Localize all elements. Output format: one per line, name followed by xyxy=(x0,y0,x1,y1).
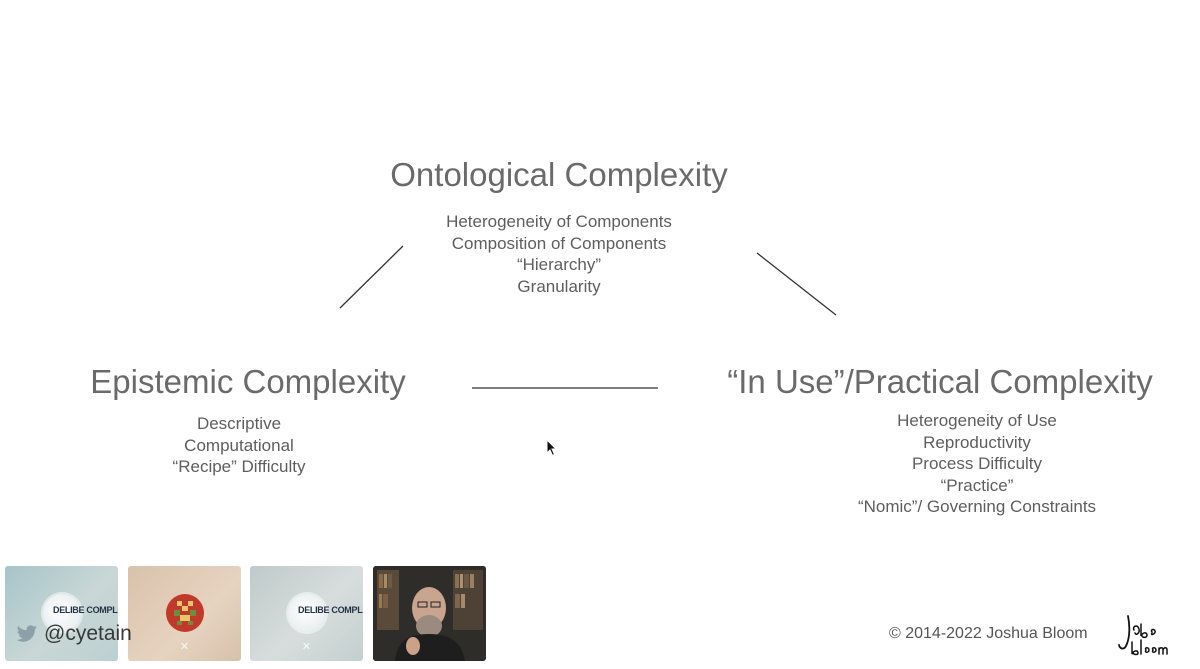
epistemic-complexity-title: Epistemic Complexity xyxy=(90,363,406,400)
participant-tile-3[interactable]: DELIBE COMPLE ✕ xyxy=(250,566,363,661)
twitter-bird-icon xyxy=(16,625,37,642)
epistemic-items: Descriptive Computational “Recipe” Diffi… xyxy=(173,413,306,478)
ontological-complexity-title: Ontological Complexity xyxy=(390,156,728,193)
list-item: Granularity xyxy=(517,276,601,296)
ontological-items: Heterogeneity of Components Composition … xyxy=(446,211,672,297)
deliberate-complexity-logo-icon xyxy=(288,594,326,632)
list-item: “Hierarchy” xyxy=(516,255,602,274)
twitter-handle-overlay: @cyetain xyxy=(16,622,132,646)
list-item: Process Difficulty xyxy=(911,454,1043,473)
list-item: Composition of Components xyxy=(451,233,667,253)
list-item: Computational xyxy=(184,435,294,455)
logo-text: DELIBE COMPLE xyxy=(298,605,363,615)
logo-text: DELIBE COMPLE xyxy=(53,605,118,615)
jabe-bloom-signature xyxy=(1118,615,1168,656)
practical-complexity-title: “In Use”/Practical Complexity xyxy=(727,363,1153,400)
list-item: Heterogeneity of Components xyxy=(446,212,672,231)
list-item: Heterogeneity of Use xyxy=(897,411,1057,430)
mouse-cursor-icon xyxy=(546,439,558,457)
participant-tile-1[interactable]: DELIBE COMPLE xyxy=(5,566,118,661)
list-item: “Practice” xyxy=(940,475,1014,495)
twitter-handle-text: @cyetain xyxy=(44,622,132,645)
copyright-notice: © 2014-2022 Joshua Bloom xyxy=(889,625,1088,642)
connector-top-right xyxy=(756,252,837,316)
list-item: “Recipe” Difficulty xyxy=(172,457,306,476)
list-item: Reproductivity xyxy=(923,432,1031,452)
mic-muted-icon: ✕ xyxy=(301,641,312,653)
list-item: “Nomic”/ Governing Constraints xyxy=(857,497,1097,516)
mic-muted-icon: ✕ xyxy=(179,641,190,653)
participant-tile-2[interactable]: ✕ xyxy=(128,566,241,661)
connector-top-left xyxy=(339,245,404,309)
presenter-video-tile[interactable] xyxy=(373,566,486,661)
pixel-avatar-icon xyxy=(166,594,204,632)
practical-items: Heterogeneity of Use Reproductivity Proc… xyxy=(858,410,1096,518)
presenter-video-image xyxy=(373,566,486,661)
list-item: Descriptive xyxy=(196,414,282,433)
deliberate-complexity-logo-icon xyxy=(43,594,81,632)
